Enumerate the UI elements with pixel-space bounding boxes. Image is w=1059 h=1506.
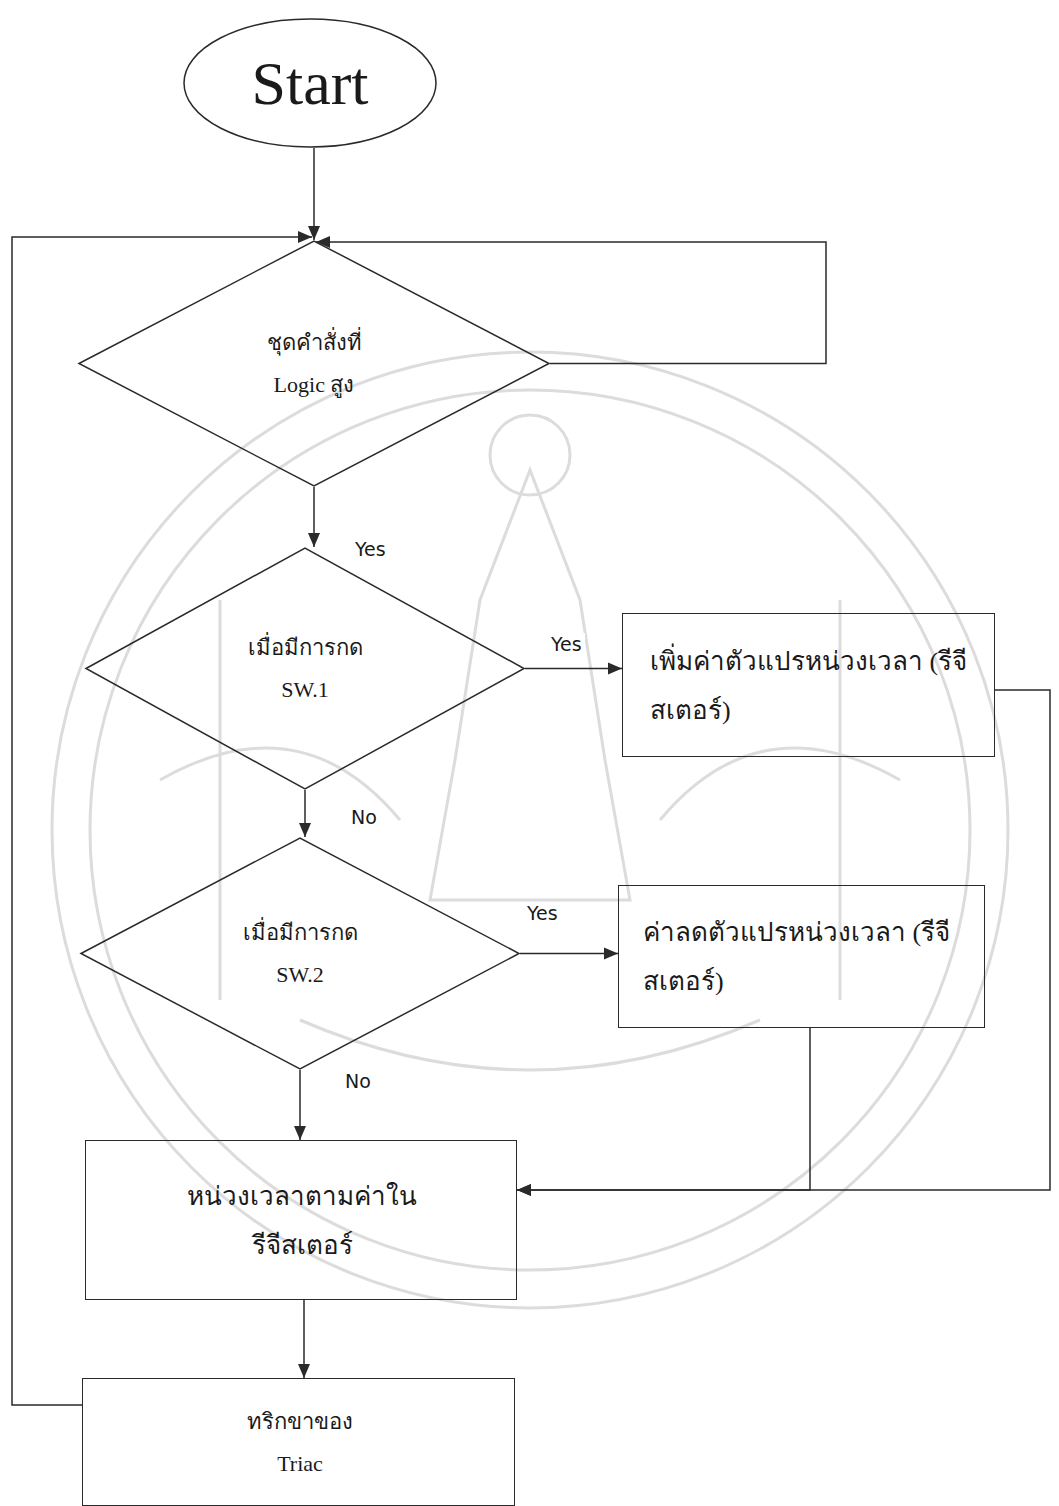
node-text: Start <box>200 49 420 117</box>
arrow-head <box>308 533 320 547</box>
diamond-outline <box>80 837 520 1070</box>
flow-connector <box>517 690 1050 1196</box>
arrow-head <box>299 823 311 837</box>
terminal-ellipse: Start <box>183 18 437 148</box>
arrow-head <box>298 1364 310 1378</box>
decision-diamond: เมื่อมีการกด SW.1 <box>85 547 525 790</box>
diamond-path <box>81 838 519 1069</box>
node-text: ค่าลดตัวแปรหน่วงเวลา (รีจีสเตอร์) <box>643 908 963 1007</box>
edge-label: Yes <box>352 538 389 561</box>
arrow-head <box>294 1126 306 1140</box>
flow-connector <box>294 1070 306 1140</box>
node-text: ชุดคำสั่งที่ Logic สูง <box>239 322 389 406</box>
edge-label: No <box>342 1070 374 1093</box>
flow-connector <box>520 948 618 960</box>
edge-label: Yes <box>548 633 585 656</box>
diamond-path <box>79 241 549 486</box>
edge-label: No <box>348 806 380 829</box>
ellipse-path <box>184 19 436 147</box>
diamond-outline <box>85 547 525 790</box>
flow-connector <box>299 790 311 837</box>
flow-connector <box>298 1300 310 1378</box>
arrow-head <box>604 948 618 960</box>
diamond-outline <box>78 240 550 487</box>
connector-line <box>520 953 618 955</box>
decision-diamond: เมื่อมีการกด SW.2 <box>80 837 520 1070</box>
arrow-head <box>608 663 622 675</box>
process-box: หน่วงเวลาตามค่าใน รีจีสเตอร์ <box>85 1140 517 1300</box>
decision-diamond: ชุดคำสั่งที่ Logic สูง <box>78 240 550 487</box>
flow-connector <box>525 663 622 675</box>
flow-connector <box>316 236 826 364</box>
process-box: ทริกขาของ Triac <box>82 1378 515 1506</box>
connector-line <box>525 668 622 670</box>
connector-line <box>517 1028 810 1190</box>
diamond-path <box>86 548 524 789</box>
flow-connector <box>517 1028 810 1196</box>
connector-line <box>517 690 1050 1190</box>
connector-line <box>12 237 312 1405</box>
edge-label: Yes <box>524 902 561 925</box>
arrow-head <box>517 1184 531 1196</box>
connector-line <box>316 242 826 364</box>
node-text: ทริกขาของ Triac <box>225 1401 375 1485</box>
arrow-head <box>517 1184 531 1196</box>
node-text: หน่วงเวลาตามค่าใน รีจีสเตอร์ <box>177 1172 427 1271</box>
node-text: เมื่อมีการกด SW.2 <box>230 912 370 996</box>
flow-connector <box>308 487 320 547</box>
process-box: เพิ่มค่าตัวแปรหน่วงเวลา (รีจีสเตอร์) <box>622 613 995 757</box>
process-box: ค่าลดตัวแปรหน่วงเวลา (รีจีสเตอร์) <box>618 885 985 1028</box>
arrow-head <box>298 231 312 243</box>
node-text: เพิ่มค่าตัวแปรหน่วงเวลา (รีจีสเตอร์) <box>650 637 970 736</box>
flow-connector <box>308 148 320 240</box>
node-text: เมื่อมีการกด SW.1 <box>235 627 375 711</box>
